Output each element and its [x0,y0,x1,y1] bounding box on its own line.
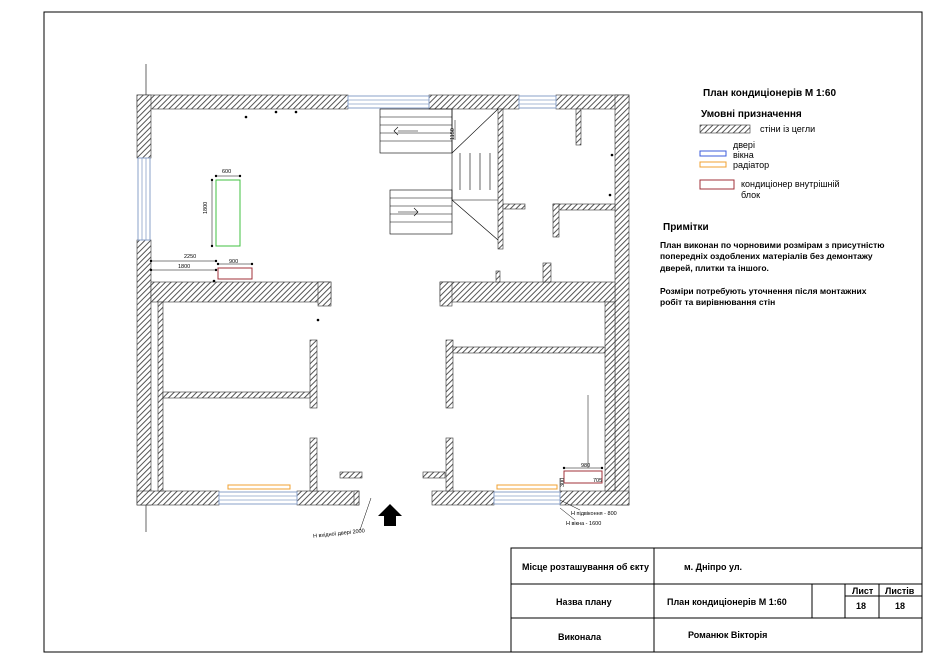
window-sill-height: Н підвіконня - 800 [571,511,617,517]
dim-1150: 1150 [450,128,456,140]
sheet-label: Лист [852,586,874,596]
window-height: Н вікна - 1600 [566,521,602,527]
dimension-ticks [149,110,614,470]
legend-title: План кондиціонерів М 1:60 [703,88,837,99]
sheet-frame [43,11,923,653]
entrance-arrow-icon [378,504,402,526]
dim-1800-vertical: 1800 [203,201,209,214]
ac-unit-room1 [217,267,253,280]
legend-label-doors: двері [733,140,755,150]
legend-subtitle: Умовні призначення [701,109,802,120]
radiators [227,484,558,490]
dim-1800: 1800 [178,264,191,270]
dim-2250: 2250 [184,254,197,260]
plan-name-label: Назва плану [556,597,612,607]
plan-name-value: План кондиціонерів М 1:60 [667,597,787,607]
ac-unit-room2 [563,470,603,484]
notes-title: Примітки [663,222,709,233]
sheets-total: 18 [895,601,906,611]
dim-705: 705 [593,478,603,484]
ac-unit-outline-green [215,179,241,247]
notes-paragraph-2: Розміри потребують уточнення після монта… [660,286,867,308]
sheets-label: Листів [885,586,915,596]
notes-paragraph-1: План виконан по чорновими розмірам з при… [660,240,885,273]
legend-label-walls: стіни із цегли [760,124,816,134]
dim-900: 900 [229,259,239,265]
dimension-lines [151,120,602,531]
location-value: м. Дніпро ул. [684,562,743,572]
legend-label-ac-unit: кондиціонер внутрішній [741,179,840,189]
legend-label-ac-unit-block: блок [741,190,761,200]
windows [137,95,561,505]
legend-symbols [699,124,751,190]
location-label: Місце розташування об єкту [522,562,650,572]
author-value: Романюк Вікторія [688,630,768,640]
dim-980: 980 [581,463,591,469]
author-label: Виконала [558,632,602,642]
title-block-grid [510,547,923,653]
inner-walls [150,108,616,506]
dim-300: 300 [560,477,566,487]
outer-walls [136,94,630,506]
legend-label-radiator: радіатор [733,160,770,170]
sheet-number: 18 [856,601,867,611]
stairs [379,108,499,241]
legend-label-windows: вікна [733,150,754,160]
dim-600: 600 [222,169,232,175]
